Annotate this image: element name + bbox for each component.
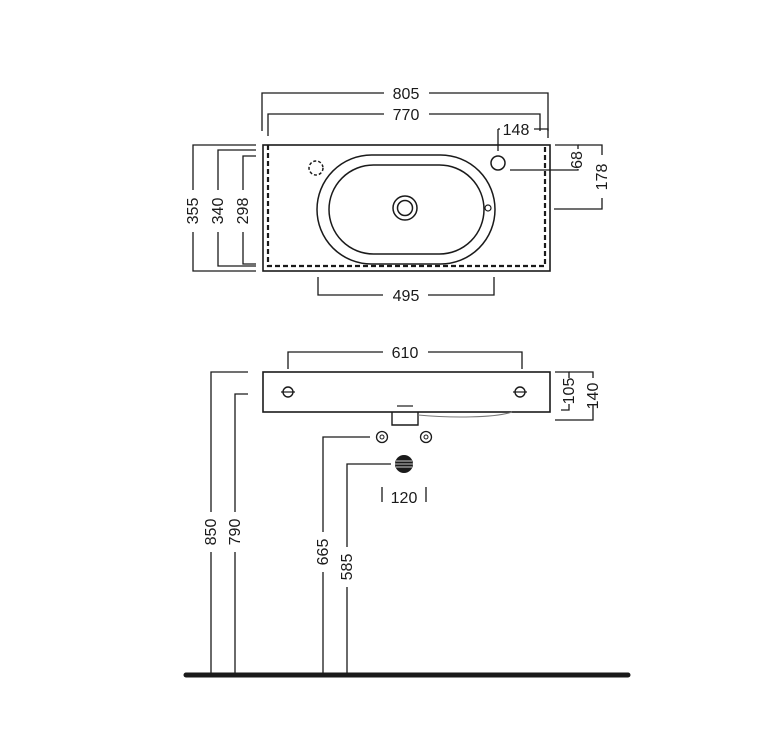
dim-140: 140 bbox=[555, 371, 602, 421]
wall-fixing-right-icon bbox=[419, 430, 433, 444]
dim-68-label: 68 bbox=[569, 151, 586, 169]
dim-610-label: 610 bbox=[392, 345, 419, 362]
dim-120-label: 120 bbox=[391, 490, 418, 507]
dim-298-label: 298 bbox=[235, 198, 252, 225]
waste-outlet bbox=[391, 412, 419, 426]
bowl-outer bbox=[316, 154, 496, 265]
basin-dashed-edge bbox=[266, 145, 547, 268]
dim-178-label: 178 bbox=[594, 164, 611, 191]
fixing-hole-right-icon bbox=[513, 386, 527, 398]
dim-105-label: 105 bbox=[561, 378, 578, 405]
dim-340-label: 340 bbox=[210, 198, 227, 225]
dim-805-label: 805 bbox=[393, 86, 420, 103]
wall-fixing-left-icon bbox=[375, 430, 389, 444]
front-view: 610 105 140 120 850 790 bbox=[183, 345, 631, 678]
dim-850-label: 850 bbox=[203, 519, 220, 546]
dim-140-label: 140 bbox=[585, 383, 602, 410]
dim-298: 298 bbox=[235, 155, 256, 265]
dim-585-label: 585 bbox=[339, 554, 356, 581]
dim-770: 770 bbox=[267, 107, 541, 136]
tap-hole bbox=[490, 155, 506, 171]
dim-495-label: 495 bbox=[393, 288, 420, 305]
dim-120: 120 bbox=[381, 487, 427, 507]
dim-178: 178 bbox=[554, 144, 611, 210]
drain-inner bbox=[396, 199, 414, 217]
drain-outer bbox=[392, 195, 418, 221]
optional-tap-hole bbox=[308, 160, 324, 176]
dim-105: 105 bbox=[555, 371, 578, 411]
dim-148: 148 bbox=[497, 122, 549, 151]
dim-770-label: 770 bbox=[393, 107, 420, 124]
dim-665-label: 665 bbox=[315, 539, 332, 566]
dim-355: 355 bbox=[185, 144, 256, 272]
basin-outline-top bbox=[262, 144, 551, 272]
dim-850: 850 bbox=[203, 371, 248, 673]
underside-curve bbox=[417, 411, 513, 418]
dim-495: 495 bbox=[317, 277, 495, 305]
waste-pipe-icon bbox=[395, 455, 413, 473]
dim-790: 790 bbox=[227, 393, 248, 673]
dim-790-label: 790 bbox=[227, 519, 244, 546]
fixing-hole-left-icon bbox=[281, 386, 295, 398]
dim-585: 585 bbox=[339, 463, 391, 673]
dim-805: 805 bbox=[261, 86, 549, 131]
dim-665: 665 bbox=[315, 436, 370, 673]
basin-slab-front bbox=[262, 371, 551, 413]
dim-610: 610 bbox=[287, 345, 523, 369]
top-view: 805 770 148 68 178 355 bbox=[185, 86, 611, 305]
dim-68: 68 bbox=[510, 144, 586, 171]
dim-355-label: 355 bbox=[185, 198, 202, 225]
dim-148-label: 148 bbox=[503, 122, 530, 139]
bowl-inner bbox=[328, 164, 485, 255]
dim-340: 340 bbox=[210, 149, 256, 267]
overflow-hole bbox=[484, 204, 492, 212]
